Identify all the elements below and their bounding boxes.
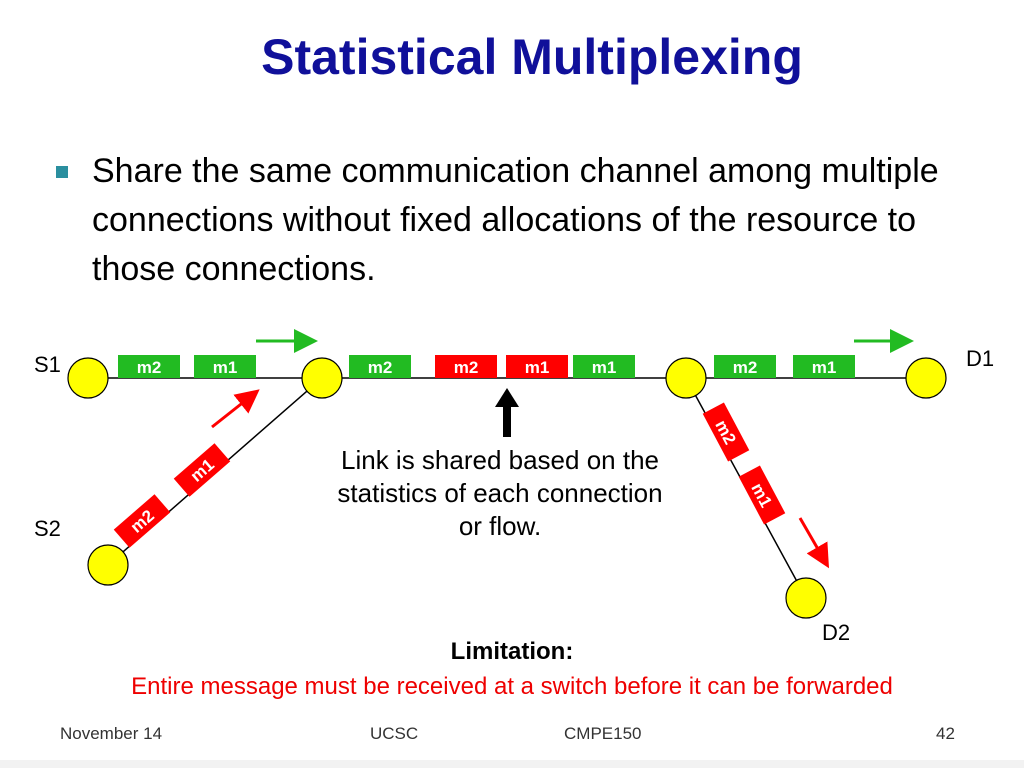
node-d2 <box>785 577 827 619</box>
slide-title: Statistical Multiplexing <box>261 29 803 85</box>
footer-course: CMPE150 <box>564 724 642 743</box>
svg-text:m1: m1 <box>213 358 238 377</box>
footer-page-number: 42 <box>936 724 955 743</box>
packet-d1-m2: m2 <box>714 355 776 378</box>
packet-link-green-m2: m2 <box>349 355 411 378</box>
svg-text:m2: m2 <box>733 358 758 377</box>
node-switch-2 <box>665 357 707 399</box>
svg-text:m2: m2 <box>368 358 393 377</box>
shared-link-arrow <box>495 388 519 437</box>
packet-d2-m1: m1 <box>738 465 786 525</box>
svg-text:m2: m2 <box>137 358 162 377</box>
diagram-caption: Link is shared based on the statistics o… <box>337 445 663 541</box>
limitation-heading: Limitation: <box>450 638 574 665</box>
limitation-text: Entire message must be received at a swi… <box>131 673 893 700</box>
packet-s2-m1: m1 <box>173 443 231 497</box>
label-d1: D1 <box>966 346 994 371</box>
bullet-marker <box>56 166 68 178</box>
node-s1 <box>67 357 109 399</box>
packet-s1-m1: m1 <box>194 355 256 378</box>
node-s2 <box>87 544 129 586</box>
node-switch-1 <box>301 357 343 399</box>
bullet-text: Share the same communication channel amo… <box>92 152 939 288</box>
arrow-diagonal-red-1 <box>211 389 260 429</box>
node-d1 <box>905 357 947 399</box>
footer-org: UCSC <box>370 724 419 743</box>
packet-s1-m2: m2 <box>118 355 180 378</box>
label-s1: S1 <box>34 352 61 377</box>
label-d2: D2 <box>822 620 850 645</box>
packet-d1-m1: m1 <box>793 355 855 378</box>
bottom-rule <box>0 760 1024 768</box>
packet-s2-m2: m2 <box>113 494 171 548</box>
packet-link-red-m1: m1 <box>506 355 568 378</box>
packet-d2-m2: m2 <box>702 402 750 462</box>
arrow-diagonal-red-2 <box>798 517 830 569</box>
svg-text:m2: m2 <box>454 358 479 377</box>
footer-date: November 14 <box>60 724 163 743</box>
svg-text:m1: m1 <box>525 358 550 377</box>
label-s2: S2 <box>34 516 61 541</box>
svg-text:m1: m1 <box>592 358 617 377</box>
svg-text:m1: m1 <box>812 358 837 377</box>
packet-link-green-m1: m1 <box>573 355 635 378</box>
packet-link-red-m2: m2 <box>435 355 497 378</box>
